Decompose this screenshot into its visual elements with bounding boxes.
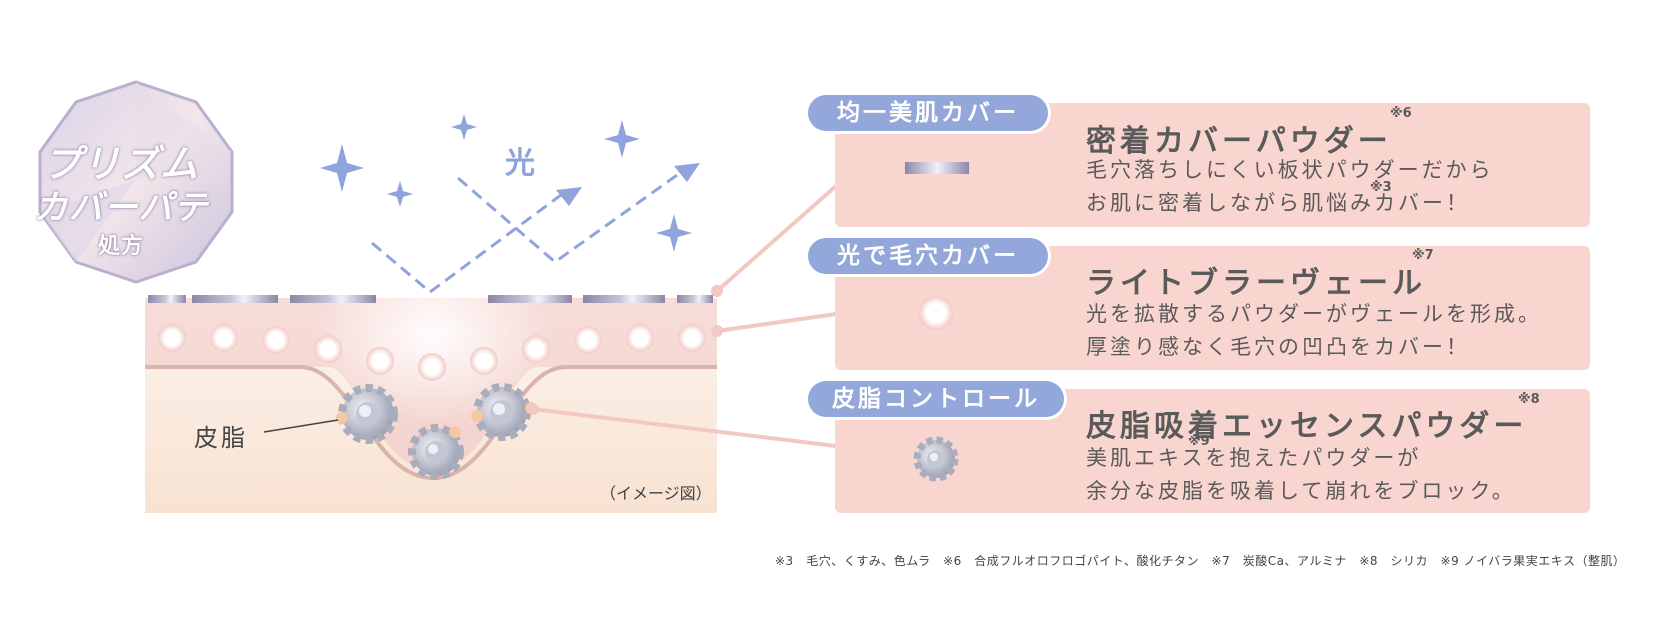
feature-desc-note-sebum: ※9 <box>1188 434 1210 449</box>
plate-powder-icon <box>905 160 969 176</box>
feature-title-blur: ライトブラーヴェール <box>1086 258 1426 302</box>
feature-desc-adhesion-2: お肌に密着しながら肌悩みカバー！ <box>1086 187 1470 220</box>
ray-arrowhead <box>674 163 700 182</box>
sebum-label: 皮脂 <box>194 418 248 453</box>
feature-title-sebum: 皮脂吸着エッセンスパウダー <box>1086 401 1527 445</box>
feature-desc-blur-2: 厚塗り感なく毛穴の凹凸をカバー！ <box>1086 331 1470 364</box>
feature-desc-adhesion-1: 毛穴落ちしにくい板状パウダーだから <box>1086 154 1494 187</box>
light-sphere-icon <box>918 295 954 331</box>
feature-tag-blur: 光で毛穴カバー <box>808 238 1048 274</box>
footnotes: ※3 毛穴、くすみ、色ムラ ※6 合成フルオロフロゴパイト、酸化チタン ※7 炭… <box>775 552 1625 569</box>
feature-tag-adhesion: 均一美肌カバー <box>808 95 1048 131</box>
feature-desc-note-adhesion: ※3 <box>1370 180 1392 195</box>
badge-line-3: 処方 <box>0 228 242 260</box>
feature-desc-sebum-2: 余分な皮脂を吸着して崩れをブロック。 <box>1086 475 1516 508</box>
connector-dot <box>711 325 723 337</box>
sparkle-icons <box>320 114 692 252</box>
light-label: 光 <box>505 138 535 182</box>
feature-desc-sebum-1: 美肌エキスを抱えたパウダーが <box>1086 442 1421 475</box>
connector-dot <box>527 403 539 415</box>
feature-desc-blur-1: 光を拡散するパウダーがヴェールを形成。 <box>1086 298 1542 331</box>
image-note: （イメージ図） <box>600 480 712 504</box>
feature-title-note-sebum: ※8 <box>1518 392 1540 407</box>
badge-line-2: カバーパテ <box>0 180 242 229</box>
connector-dot <box>711 285 723 297</box>
feature-tag-sebum: 皮脂コントロール <box>808 381 1064 417</box>
feature-title-note-blur: ※7 <box>1412 248 1434 263</box>
feature-title-note-adhesion: ※6 <box>1390 106 1412 121</box>
gear-powder-icon <box>910 433 962 485</box>
